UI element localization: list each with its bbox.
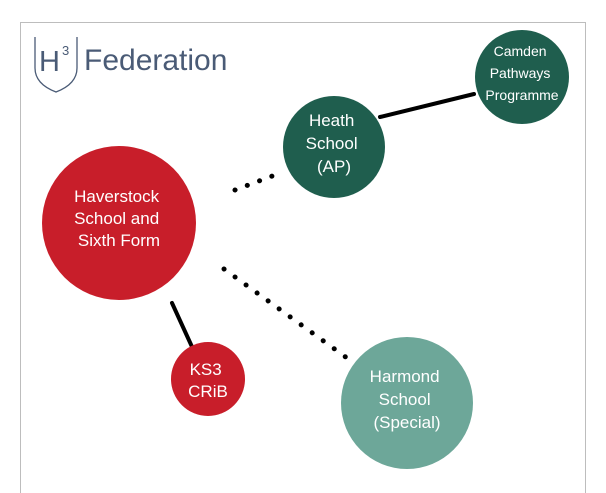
logo-mark-superscript: 3 <box>62 43 69 58</box>
heath-label-line-1: Heath <box>309 111 354 130</box>
slide-frame <box>20 22 586 493</box>
camden-label-line-1: Camden <box>494 43 547 59</box>
ks3-label-line-1: KS3 <box>190 360 222 379</box>
federation-logo: H 3 Federation <box>34 37 227 93</box>
ks3-label-line-2: CRiB <box>188 382 228 401</box>
svg-text:Harmond School (Sp: Harmond School (Special) <box>370 367 445 432</box>
connector-heath-camden <box>378 92 476 119</box>
connector-haverstock-heath-dotted <box>232 169 286 193</box>
svg-text:Camden Pathways Pr: Camden Pathways Programme <box>485 43 558 103</box>
logo-name: Federation <box>84 44 227 77</box>
connector-haverstock-ks3 <box>170 301 195 351</box>
connectors <box>170 92 476 361</box>
node-camden: Camden Pathways Programme <box>475 30 569 124</box>
node-haverstock: Haverstock School and Sixth Form <box>42 146 196 300</box>
harmond-label-line-3: (Special) <box>373 413 440 432</box>
heath-label-line-3: (AP) <box>317 157 351 176</box>
connector-haverstock-harmond-dotted <box>221 266 350 361</box>
haverstock-label-line-1: Haverstock <box>74 187 160 206</box>
node-harmond: Harmond School (Special) <box>341 337 473 469</box>
svg-text:Heath School (AP): Heath School (AP) <box>306 111 363 176</box>
heath-label-line-2: School <box>306 134 358 153</box>
haverstock-label-line-2: School and <box>74 209 159 228</box>
shield-icon <box>34 37 78 93</box>
svg-text:Haverstock School and: Haverstock School and Sixth Form <box>74 187 164 250</box>
svg-text:KS3 CRiB: KS3 CRiB <box>188 360 228 401</box>
node-ks3: KS3 CRiB <box>171 342 245 416</box>
harmond-label-line-2: School <box>379 390 431 409</box>
camden-label-line-2: Pathways <box>490 65 551 81</box>
haverstock-label-line-3: Sixth Form <box>78 231 160 250</box>
camden-label-line-3: Programme <box>485 87 558 103</box>
logo-mark-letter: H <box>39 46 60 78</box>
node-heath: Heath School (AP) <box>283 96 385 198</box>
harmond-label-line-1: Harmond <box>370 367 440 386</box>
